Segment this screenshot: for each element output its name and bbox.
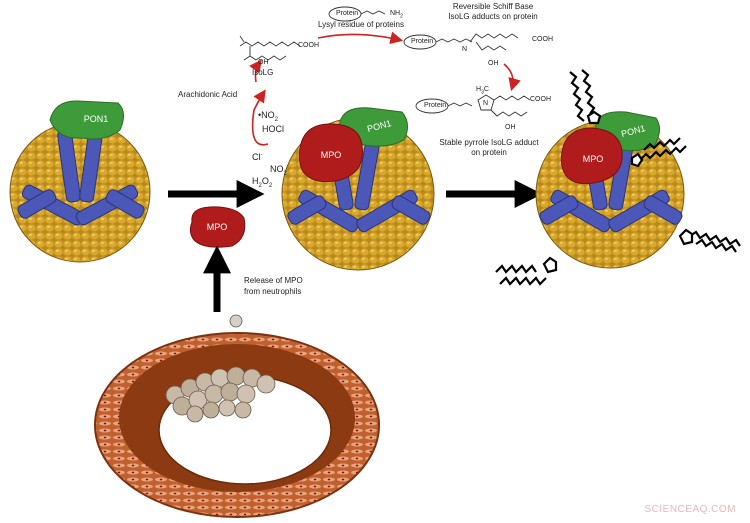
cooh-label-1: COOH xyxy=(298,42,319,49)
watermark: SCIENCEAQ.COM xyxy=(644,504,736,515)
neutrophil-cluster xyxy=(165,366,276,423)
hdl-particle-native: PON1 xyxy=(9,100,151,263)
cooh-label-2: COOH xyxy=(532,36,553,43)
mpo-label-3: MPO xyxy=(583,154,604,164)
protein-tag-1: Protein xyxy=(336,10,359,17)
oh-label-2: OH xyxy=(488,60,499,67)
h3c-label: H3C xyxy=(476,86,489,96)
mpo-blob-bound xyxy=(298,123,364,183)
mpo-blob-3 xyxy=(560,127,623,185)
chloride-label: Cl- xyxy=(252,152,263,162)
release-mpo-line1: Release of MPO xyxy=(244,276,303,285)
lysyl-residue-label: Lysyl residue of proteins xyxy=(318,20,404,29)
released-neutrophil xyxy=(229,314,243,328)
blood-vessel xyxy=(94,314,380,518)
no2-label: NO2 xyxy=(270,164,287,177)
schiff-base-line2: IsoLG adducts on protein xyxy=(448,12,538,21)
oh-label-3: OH xyxy=(505,124,516,131)
pyrrole-line1: Stable pyrrole IsoLG adduct xyxy=(439,138,539,147)
hocl-label: HOCl xyxy=(262,124,284,134)
isolg-adducts xyxy=(495,69,741,286)
isolg-label: IsoLG xyxy=(252,68,274,77)
pon1-label: PON1 xyxy=(84,114,109,124)
cooh-label-3: COOH xyxy=(530,96,551,103)
reaction-arrows xyxy=(249,31,521,146)
n-atom-schiff: N xyxy=(462,46,468,53)
h2o2-label: H2O2 xyxy=(252,176,273,189)
mpo-label-released: MPO xyxy=(207,222,228,232)
pon1-blob xyxy=(49,100,124,140)
no2-radical-label: •NO2 xyxy=(258,110,278,123)
mpo-released: MPO xyxy=(189,206,246,248)
nh2-label: NH2 xyxy=(390,10,403,20)
pyrrole-structure xyxy=(415,94,531,117)
release-mpo-line2: from neutrophils xyxy=(244,287,302,296)
n-atom-pyrrole: N xyxy=(483,100,489,107)
hdl-particle-mpo-bound: PON1 MPO xyxy=(281,107,435,271)
arachidonic-acid-label: Arachidonic Acid xyxy=(178,90,238,99)
lysyl-structure xyxy=(328,6,386,22)
pyrrole-line2: on protein xyxy=(471,148,507,157)
isolg-structure xyxy=(239,35,301,61)
schiff-structure xyxy=(403,33,519,51)
apoa1-strands-3 xyxy=(539,139,683,233)
apoa1-strands xyxy=(17,129,145,226)
oh-label-1: OH xyxy=(258,59,269,66)
protein-tag-3: Protein xyxy=(424,102,447,109)
mpo-label-bound: MPO xyxy=(321,150,342,160)
protein-tag-2: Protein xyxy=(411,38,434,45)
hdl-particle-modified: PON1 MPO xyxy=(495,69,741,286)
schiff-base-line1: Reversible Schiff Base xyxy=(452,2,534,11)
